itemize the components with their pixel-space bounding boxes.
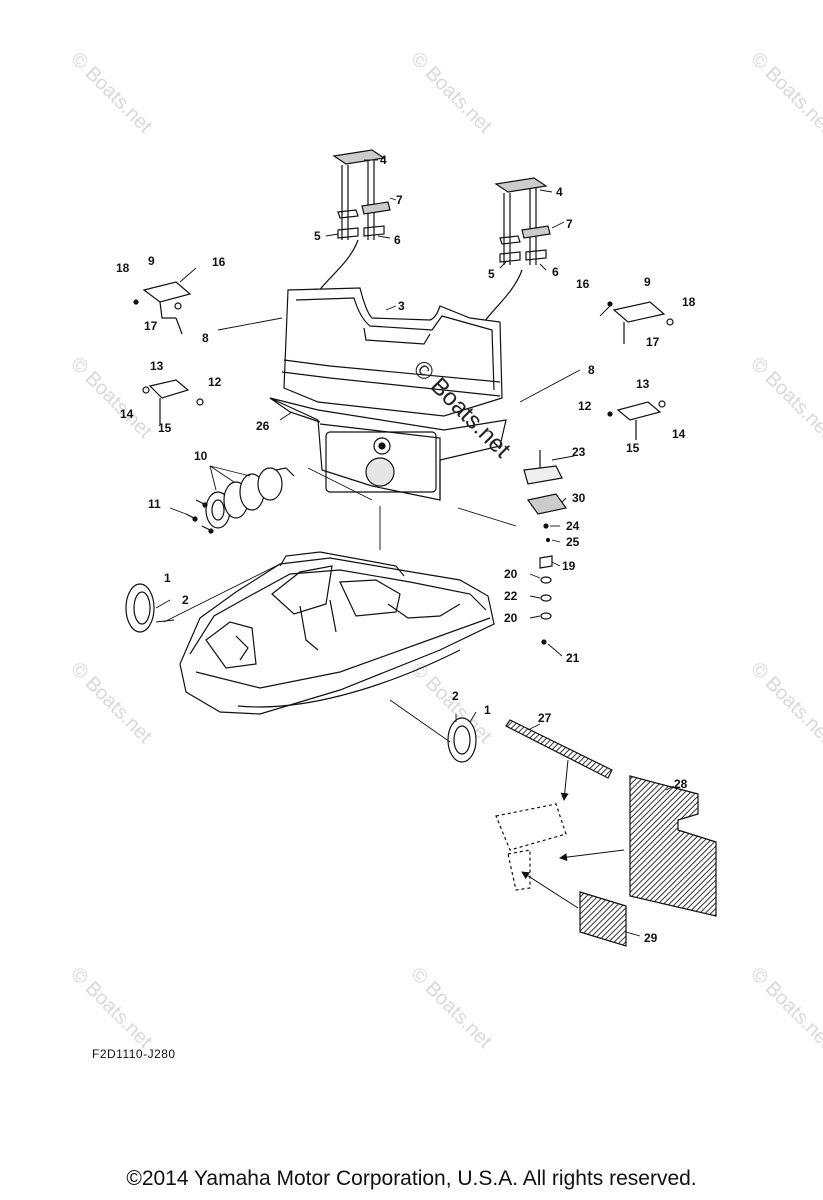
- trim-strip: [505, 719, 613, 779]
- leader-lines: [155, 159, 675, 937]
- watermark-text: © Boats.net: [746, 353, 823, 443]
- side-vent-right: [447, 717, 477, 763]
- watermark-text: © Boats.net: [66, 353, 156, 443]
- callout-label: 6: [394, 233, 401, 247]
- callout-label: 16: [576, 277, 590, 291]
- callout-label: 20: [504, 567, 518, 581]
- watermark-text: © Boats.net: [406, 963, 496, 1053]
- callout-label: 8: [588, 363, 595, 377]
- callout-label: 8: [202, 331, 209, 345]
- callout-label: 4: [556, 185, 563, 199]
- callout-label: 12: [208, 375, 222, 389]
- vent-ring-set: [185, 467, 295, 534]
- callout-label: 7: [396, 193, 403, 207]
- transom-decal-small: [579, 891, 627, 947]
- callout-label: 20: [504, 611, 518, 625]
- hardware-stack-right: [478, 177, 551, 327]
- watermark-text: © Boats.net: [66, 48, 156, 138]
- boat-hull: [179, 551, 495, 715]
- callout-label: 30: [572, 491, 586, 505]
- direction-arrows: [521, 759, 625, 909]
- callout-label: 25: [566, 535, 580, 549]
- callout-label: 18: [682, 295, 696, 309]
- transom-decal-large: [629, 775, 717, 917]
- callout-label: 10: [194, 449, 208, 463]
- callout-label: 27: [538, 711, 552, 725]
- callout-label: 21: [566, 651, 580, 665]
- callout-label: 1: [484, 703, 491, 717]
- hardware-stack-left: [312, 149, 391, 296]
- callout-label: 24: [566, 519, 580, 533]
- watermark-text: © Boats.net: [406, 48, 496, 138]
- callout-label: 14: [672, 427, 686, 441]
- hull-liner-tray: [269, 397, 507, 501]
- callout-label: 5: [488, 267, 495, 281]
- transom-outline: [495, 803, 567, 891]
- bracket-assembly-left-lower: [142, 379, 204, 424]
- watermark-text: © Boats.net: [66, 963, 156, 1053]
- watermark-text: © Boats.net: [746, 48, 823, 138]
- watermark-text: © Boats.net: [66, 658, 156, 748]
- callout-label: 19: [562, 559, 576, 573]
- callout-label: 5: [314, 229, 321, 243]
- diagram-code: F2D1110-J280: [92, 1047, 176, 1061]
- watermark-text: © Boats.net: [746, 963, 823, 1053]
- bracket-assembly-right-lower: [607, 400, 666, 440]
- bracket-assembly-left-upper: [133, 281, 192, 335]
- callout-label: 6: [552, 265, 559, 279]
- callout-label: 18: [116, 261, 130, 275]
- callout-label: 12: [578, 399, 592, 413]
- callout-label: 2: [452, 689, 459, 703]
- callout-label: 26: [256, 419, 270, 433]
- callout-label: 23: [572, 445, 586, 459]
- callout-label: 3: [398, 299, 405, 313]
- bracket-assembly-right-upper: [607, 301, 674, 344]
- callout-label: 28: [674, 777, 688, 791]
- callout-labels: 4 7 5 6 4 7 5 6 3 18 9 16 17 8 16 9 18 1…: [116, 153, 696, 945]
- callout-label: 11: [148, 497, 161, 511]
- engine-hatch-lid: [281, 287, 503, 417]
- callout-label: 13: [150, 359, 164, 373]
- drain-hardware-stack: [523, 450, 568, 645]
- callout-label: 17: [646, 335, 660, 349]
- callout-label: 15: [626, 441, 640, 455]
- callout-label: 2: [182, 593, 189, 607]
- callout-label: 14: [120, 407, 134, 421]
- side-vent-left: [125, 583, 155, 633]
- callout-label: 13: [636, 377, 650, 391]
- callout-label: 17: [144, 319, 158, 333]
- callout-label: 1: [164, 571, 171, 585]
- callout-label: 9: [148, 254, 155, 268]
- callout-label: 15: [158, 421, 172, 435]
- callout-label: 16: [212, 255, 226, 269]
- callout-label: 22: [504, 589, 518, 603]
- watermark-text: © Boats.net: [746, 658, 823, 748]
- callout-label: 9: [644, 275, 651, 289]
- callout-label: 7: [566, 217, 573, 231]
- copyright-notice: ©2014 Yamaha Motor Corporation, U.S.A. A…: [126, 1167, 697, 1190]
- callout-label: 29: [644, 931, 658, 945]
- callout-label: 4: [380, 153, 387, 167]
